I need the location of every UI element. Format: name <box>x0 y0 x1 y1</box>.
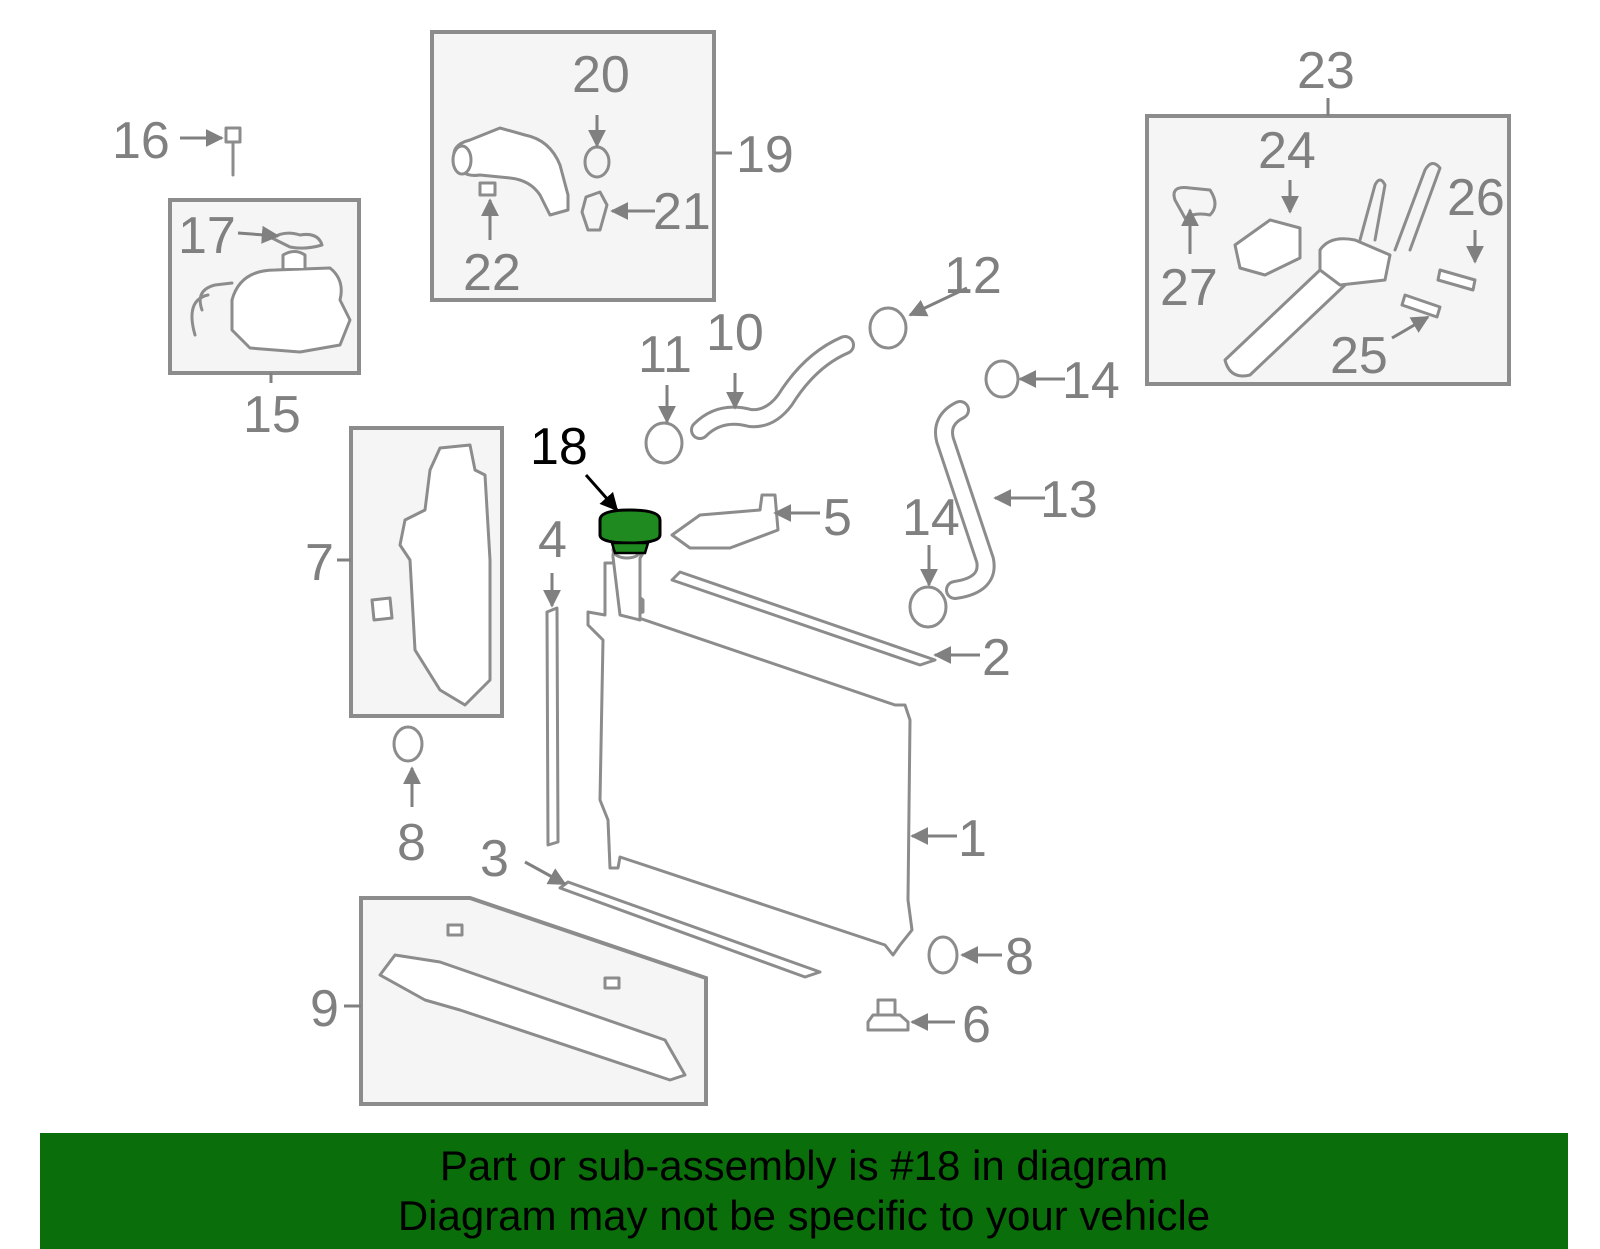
disclaimer-banner: Part or sub-assembly is #18 in diagram D… <box>40 1133 1568 1249</box>
side-seal <box>545 606 560 847</box>
label-23: 23 <box>1297 42 1355 100</box>
label-8: 8 <box>397 814 426 872</box>
hose-clamp <box>868 306 908 350</box>
label-20: 20 <box>572 46 630 104</box>
label-2: 2 <box>982 629 1011 687</box>
label-5: 5 <box>823 489 852 547</box>
label-25: 25 <box>1330 327 1388 385</box>
label-10: 10 <box>706 304 764 362</box>
bracket <box>670 493 780 550</box>
label-14: 14 <box>1062 352 1120 410</box>
label-7: 7 <box>305 534 334 592</box>
label-11: 11 <box>638 326 692 384</box>
label-1: 1 <box>958 810 987 868</box>
parts-diagram: 1 2 3 4 5 6 7 8 8 9 10 11 12 13 14 14 15… <box>112 30 1511 1106</box>
label-6: 6 <box>962 996 991 1054</box>
label-4: 4 <box>538 511 567 569</box>
label-12: 12 <box>944 247 1002 305</box>
hose-clamp <box>644 421 684 465</box>
radiator-cap <box>598 508 662 555</box>
label-16: 16 <box>112 112 170 170</box>
label-3: 3 <box>480 830 509 888</box>
label-26: 26 <box>1447 169 1505 227</box>
label-9: 9 <box>310 980 339 1038</box>
lower-hose-inner <box>937 403 993 597</box>
label-8: 8 <box>1005 928 1034 986</box>
leader-lines <box>180 115 1484 1031</box>
banner-line-disclaimer: Diagram may not be specific to your vehi… <box>397 1192 1211 1239</box>
label-19: 19 <box>736 126 794 184</box>
drain-plug <box>866 998 910 1032</box>
banner-line-part: Part or sub-assembly is #18 in diagram <box>439 1142 1169 1189</box>
hose-clamp <box>984 359 1020 399</box>
label-22: 22 <box>463 244 521 302</box>
label-21: 21 <box>653 183 711 241</box>
label-13: 13 <box>1040 471 1098 529</box>
upper-hose-inner <box>693 338 852 437</box>
o-ring <box>927 935 959 975</box>
label-24: 24 <box>1258 122 1316 180</box>
outlet-assembly-box <box>430 30 732 302</box>
water-outlet-assembly-box <box>1145 98 1511 386</box>
air-guide-box <box>337 426 504 763</box>
hose-clamp <box>908 585 948 629</box>
lower-cover-box <box>344 896 708 1106</box>
part-labels: 1 2 3 4 5 6 7 8 8 9 10 11 12 13 14 14 15… <box>112 42 1505 1054</box>
label-27: 27 <box>1160 259 1218 317</box>
label-18: 18 <box>530 418 588 476</box>
label-14: 14 <box>902 489 960 547</box>
label-15: 15 <box>243 386 301 444</box>
label-17: 17 <box>178 207 236 265</box>
